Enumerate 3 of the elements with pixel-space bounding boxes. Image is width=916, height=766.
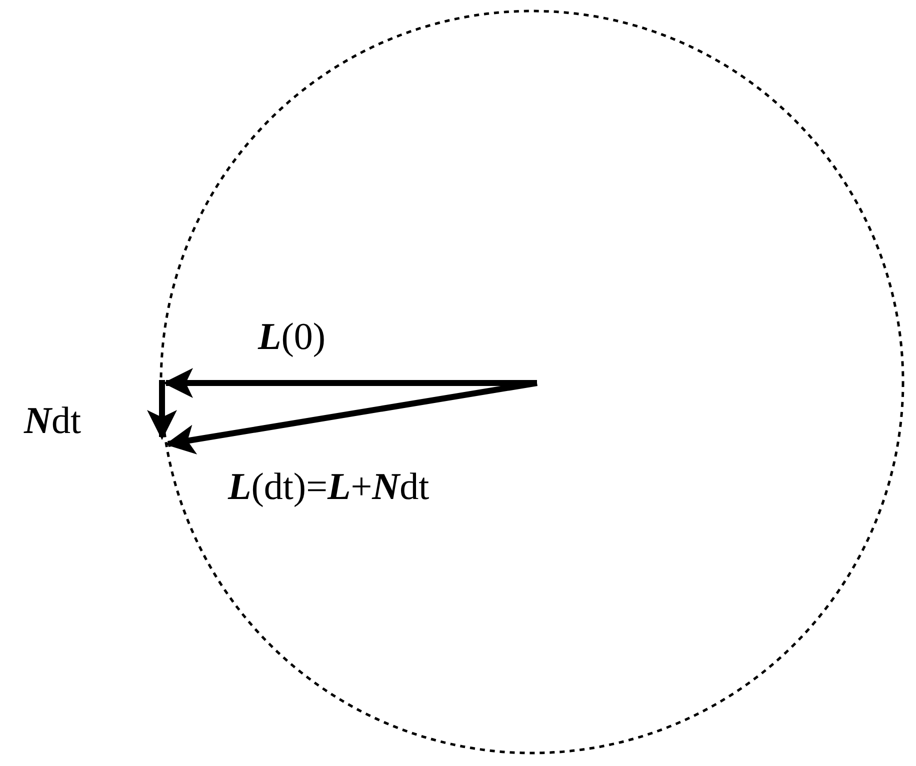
vector-label: Ndt: [24, 402, 82, 440]
vector-label: L(0): [258, 318, 326, 356]
vector-label: L(dt)=L+Ndt: [228, 468, 430, 506]
